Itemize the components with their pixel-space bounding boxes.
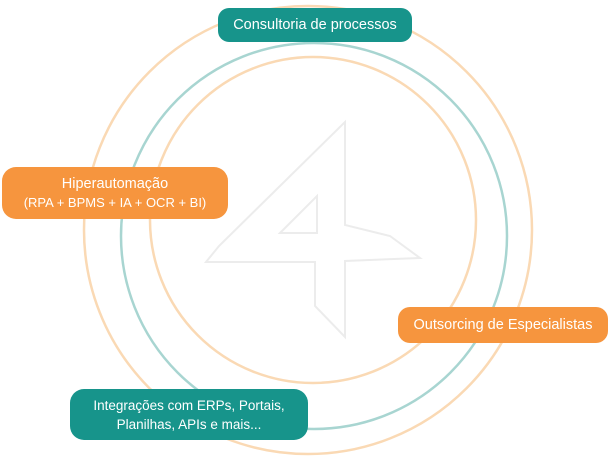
numeral-4-watermark: [203, 119, 423, 340]
badge-label: Integrações com ERPs, Portais,: [93, 397, 285, 413]
teal-ring: [119, 41, 509, 431]
badge-label: Hiperautomação: [61, 175, 169, 192]
badge-sublabel: (RPA + BPMS + IA + OCR + BI): [23, 194, 207, 210]
outer-orange-ring: [82, 4, 534, 456]
badge-label: Consultoria de processos: [233, 17, 397, 33]
badge-outsorcing-especialistas: Outsorcing de Especialistas: [398, 307, 608, 343]
inner-orange-ring: [148, 55, 478, 385]
badge-label: Outsorcing de Especialistas: [413, 317, 593, 333]
numeral-4-counter: [277, 193, 318, 234]
badge-sublabel: Planilhas, APIs e mais...: [116, 416, 262, 432]
badge-consultoria-processos: Consultoria de processos: [218, 8, 412, 42]
badge-hiperautomacao: Hiperautomação (RPA + BPMS + IA + OCR + …: [2, 167, 228, 219]
badge-integracoes: Integrações com ERPs, Portais, Planilhas…: [70, 389, 308, 440]
